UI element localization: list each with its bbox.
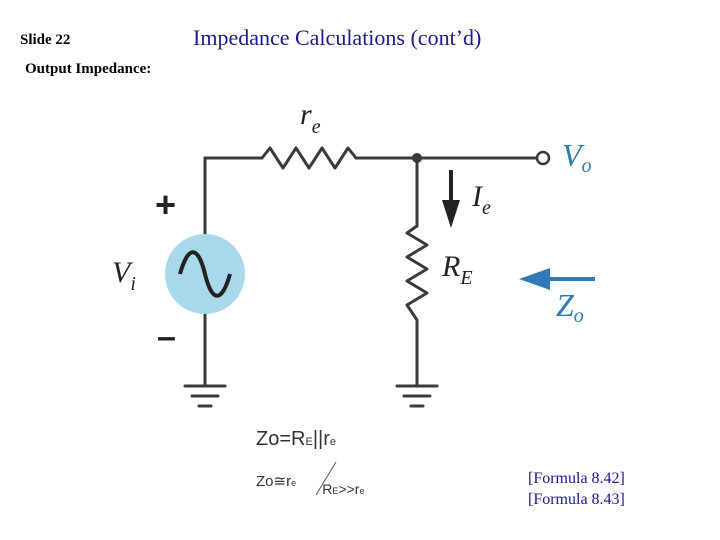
- label-zo: Zo: [556, 287, 584, 327]
- formula-reference-842: [Formula 8.42]: [528, 470, 625, 487]
- slide-title: Impedance Calculations (cont’d): [193, 25, 482, 50]
- equation-formula-843: Zo≅re RE>>re: [256, 473, 365, 497]
- equation-condition: RE>>re: [322, 481, 365, 497]
- equation-formula-842: Zo=RE||re: [256, 428, 337, 450]
- label-minus: –: [157, 318, 176, 356]
- label-RE: RE: [441, 250, 473, 289]
- ground-left: [183, 384, 227, 408]
- equation-slash: [315, 461, 337, 496]
- output-terminal: [535, 150, 551, 166]
- zo-arrow: [519, 268, 595, 290]
- label-ie: Ie: [471, 180, 491, 219]
- slide-number: Slide 22: [20, 32, 71, 48]
- label-plus: +: [155, 184, 176, 225]
- ground-right: [395, 384, 439, 408]
- junction-node: [412, 153, 422, 163]
- current-arrow-ie: [442, 170, 460, 228]
- label-vo: Vo: [562, 137, 592, 177]
- wires: [183, 146, 539, 408]
- formula-reference-843: [Formula 8.43]: [528, 491, 625, 508]
- label-vi: Vi: [112, 256, 136, 295]
- section-heading: Output Impedance:: [25, 61, 152, 77]
- sine-wave-icon: [178, 250, 232, 298]
- resistor-re: [260, 146, 358, 170]
- resistor-RE: [405, 224, 429, 322]
- label-re: re: [300, 98, 321, 138]
